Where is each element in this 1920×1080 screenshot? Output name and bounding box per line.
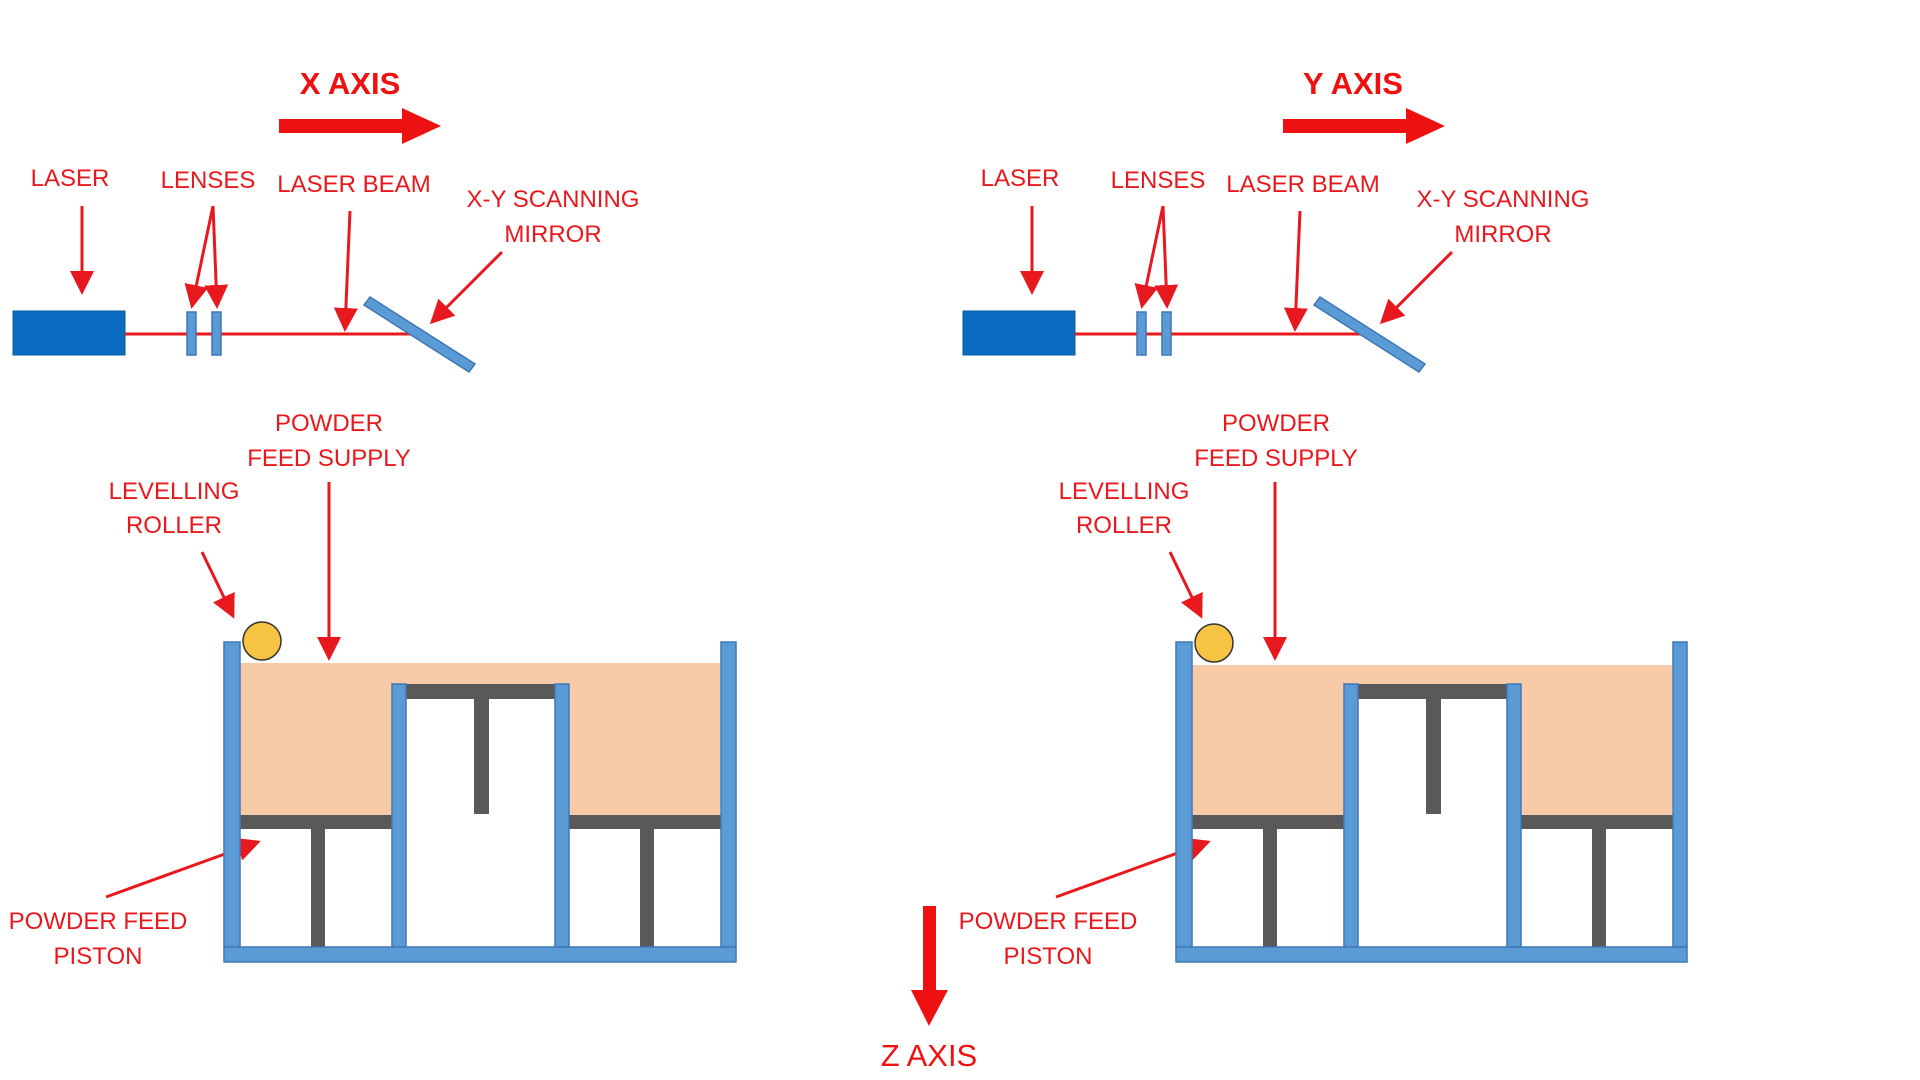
lens-pointer-arrow bbox=[184, 205, 215, 309]
lens bbox=[211, 311, 222, 356]
roller-label-line1: LEVELLING bbox=[109, 478, 240, 505]
powder-supply-label-line1: POWDER bbox=[275, 410, 383, 437]
laser-beam-label: LASER BEAM bbox=[277, 171, 430, 198]
feed-piston-rod bbox=[1263, 829, 1277, 947]
chamber-wall bbox=[720, 641, 737, 948]
lens bbox=[1161, 311, 1172, 356]
feed-piston-plate bbox=[1521, 815, 1673, 829]
feed-piston-plate bbox=[569, 815, 721, 829]
feed-piston-rod bbox=[311, 829, 325, 947]
powder-supply-label-line2: FEED SUPPLY bbox=[247, 445, 411, 472]
laser-label: LASER bbox=[31, 165, 110, 192]
chamber-wall bbox=[391, 683, 407, 948]
levelling-roller bbox=[242, 621, 282, 661]
chamber-wall bbox=[223, 641, 241, 948]
roller-pointer-arrow bbox=[1168, 551, 1203, 619]
piston-label-line2: PISTON bbox=[54, 943, 143, 970]
chamber-wall bbox=[554, 683, 570, 948]
chamber-base bbox=[223, 946, 737, 963]
build-chamber bbox=[1175, 623, 1688, 963]
chamber-wall bbox=[1672, 641, 1688, 948]
lenses-label: LENSES bbox=[1111, 167, 1206, 194]
feed-piston-rod bbox=[640, 829, 654, 947]
feed-piston-plate bbox=[240, 815, 392, 829]
chamber-base bbox=[1175, 946, 1688, 963]
laser-beam-pointer-arrow bbox=[333, 210, 358, 332]
mirror-label-line2: MIRROR bbox=[504, 221, 601, 248]
lens-pointer-arrow bbox=[204, 205, 229, 309]
build-piston-rod bbox=[474, 699, 489, 814]
mirror-pointer-arrow bbox=[1379, 250, 1454, 325]
scanning-mirror bbox=[362, 295, 477, 374]
piston-label-line1: POWDER FEED bbox=[9, 908, 188, 935]
powder-supply-label-line1: POWDER bbox=[1222, 410, 1330, 437]
roller-label-line1: LEVELLING bbox=[1059, 478, 1190, 505]
lens bbox=[186, 311, 197, 356]
scanning-mirror bbox=[1312, 295, 1427, 374]
lens bbox=[1136, 311, 1147, 356]
panel-y-axis: Y AXIS LASER LENSES LASER BEAM X-Y SCANN… bbox=[959, 66, 1688, 970]
lenses-label: LENSES bbox=[161, 167, 256, 194]
build-piston-plate bbox=[405, 684, 555, 699]
roller-label-line2: ROLLER bbox=[1076, 512, 1172, 539]
chamber-wall bbox=[1175, 641, 1193, 948]
y-axis-label: Y AXIS bbox=[1303, 66, 1403, 101]
y-axis-arrow bbox=[1283, 108, 1445, 144]
roller-pointer-arrow bbox=[200, 551, 235, 619]
x-axis-label: X AXIS bbox=[300, 66, 401, 101]
piston-label-line2: PISTON bbox=[1004, 943, 1093, 970]
lens-pointer-arrow bbox=[1154, 205, 1179, 309]
mirror-pointer-arrow bbox=[429, 250, 504, 325]
feed-piston-plate bbox=[1192, 815, 1344, 829]
laser-beam-pointer-arrow bbox=[1283, 210, 1308, 332]
roller-label-line2: ROLLER bbox=[126, 512, 222, 539]
panel-x-axis: X AXIS LASER LENSES LASER BEAM X-Y SCANN… bbox=[9, 66, 737, 970]
chamber-wall bbox=[1343, 683, 1359, 948]
build-chamber bbox=[223, 621, 737, 963]
laser-beam-label: LASER BEAM bbox=[1226, 171, 1379, 198]
build-piston-rod bbox=[1426, 699, 1441, 814]
z-axis-label: Z AXIS bbox=[881, 1038, 977, 1073]
mirror-label-line2: MIRROR bbox=[1454, 221, 1551, 248]
z-axis-arrow bbox=[911, 906, 948, 1026]
laser-label: LASER bbox=[981, 165, 1060, 192]
build-piston-plate bbox=[1357, 684, 1507, 699]
levelling-roller bbox=[1194, 623, 1234, 663]
powder-supply-label-line2: FEED SUPPLY bbox=[1194, 445, 1358, 472]
mirror-label-line1: X-Y SCANNING bbox=[1417, 186, 1590, 213]
chamber-wall bbox=[1506, 683, 1522, 948]
x-axis-arrow bbox=[279, 108, 441, 144]
lens-pointer-arrow bbox=[1134, 205, 1165, 309]
mirror-label-line1: X-Y SCANNING bbox=[467, 186, 640, 213]
feed-piston-rod bbox=[1592, 829, 1606, 947]
piston-label-line1: POWDER FEED bbox=[959, 908, 1138, 935]
laser-source bbox=[962, 310, 1076, 356]
laser-source bbox=[12, 310, 126, 356]
